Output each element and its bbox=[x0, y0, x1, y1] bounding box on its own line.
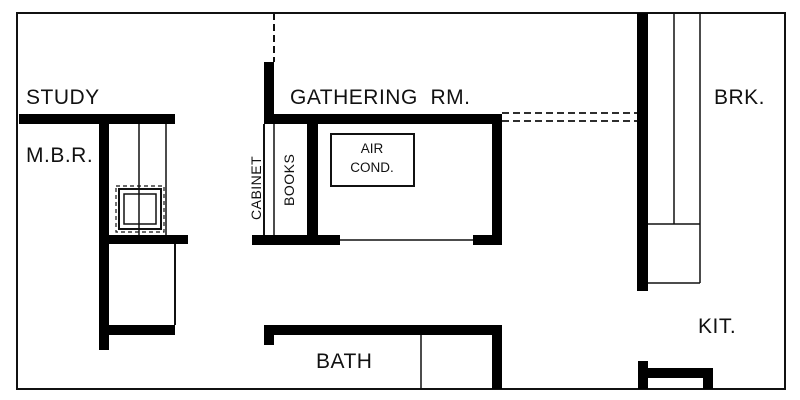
gathering-right-wall bbox=[492, 124, 502, 244]
bath-top-wall bbox=[264, 325, 502, 335]
bath-walls bbox=[264, 325, 502, 389]
air-cond-label-line2: COND. bbox=[350, 160, 394, 175]
closet-shelf-wall bbox=[99, 235, 188, 244]
bath-left-stub bbox=[264, 325, 274, 345]
gathering-room-walls bbox=[252, 13, 502, 245]
flue-symbol bbox=[115, 185, 165, 233]
cabinet-label: CABINET bbox=[248, 156, 264, 220]
breakfast-main-wall bbox=[637, 13, 648, 291]
books-label: BOOKS bbox=[281, 154, 297, 206]
air-cond-box bbox=[330, 133, 415, 187]
breakfast-label: BRK. bbox=[714, 86, 765, 109]
kitchen-label: KIT. bbox=[698, 315, 736, 338]
gathering-bottom-wall-left bbox=[252, 235, 340, 245]
mbr-walls bbox=[19, 114, 188, 350]
mbr-closet-wall bbox=[99, 114, 109, 350]
gathering-top-wall bbox=[264, 114, 502, 124]
closet-bottom-wall bbox=[99, 325, 175, 335]
study-label: STUDY bbox=[26, 86, 100, 109]
air-cond-label-line1: AIR bbox=[361, 141, 384, 156]
master-bedroom-label: M.B.R. bbox=[26, 144, 93, 167]
gathering-bottom-wall-right bbox=[473, 235, 502, 245]
gathering-room-label: GATHERING RM. bbox=[290, 86, 470, 109]
bath-right-wall bbox=[492, 325, 502, 389]
books-divider-wall bbox=[307, 124, 318, 242]
breakfast-walls bbox=[637, 13, 701, 291]
kitchen-stub-right bbox=[703, 368, 713, 389]
dashed-opening-right bbox=[502, 112, 638, 122]
study-mbr-partition-wall bbox=[19, 114, 175, 124]
bath-label: BATH bbox=[316, 350, 372, 373]
plan-border bbox=[16, 12, 786, 390]
gathering-left-wall bbox=[264, 62, 274, 120]
kitchen-walls bbox=[638, 361, 713, 389]
kitchen-stub-top bbox=[638, 368, 713, 378]
